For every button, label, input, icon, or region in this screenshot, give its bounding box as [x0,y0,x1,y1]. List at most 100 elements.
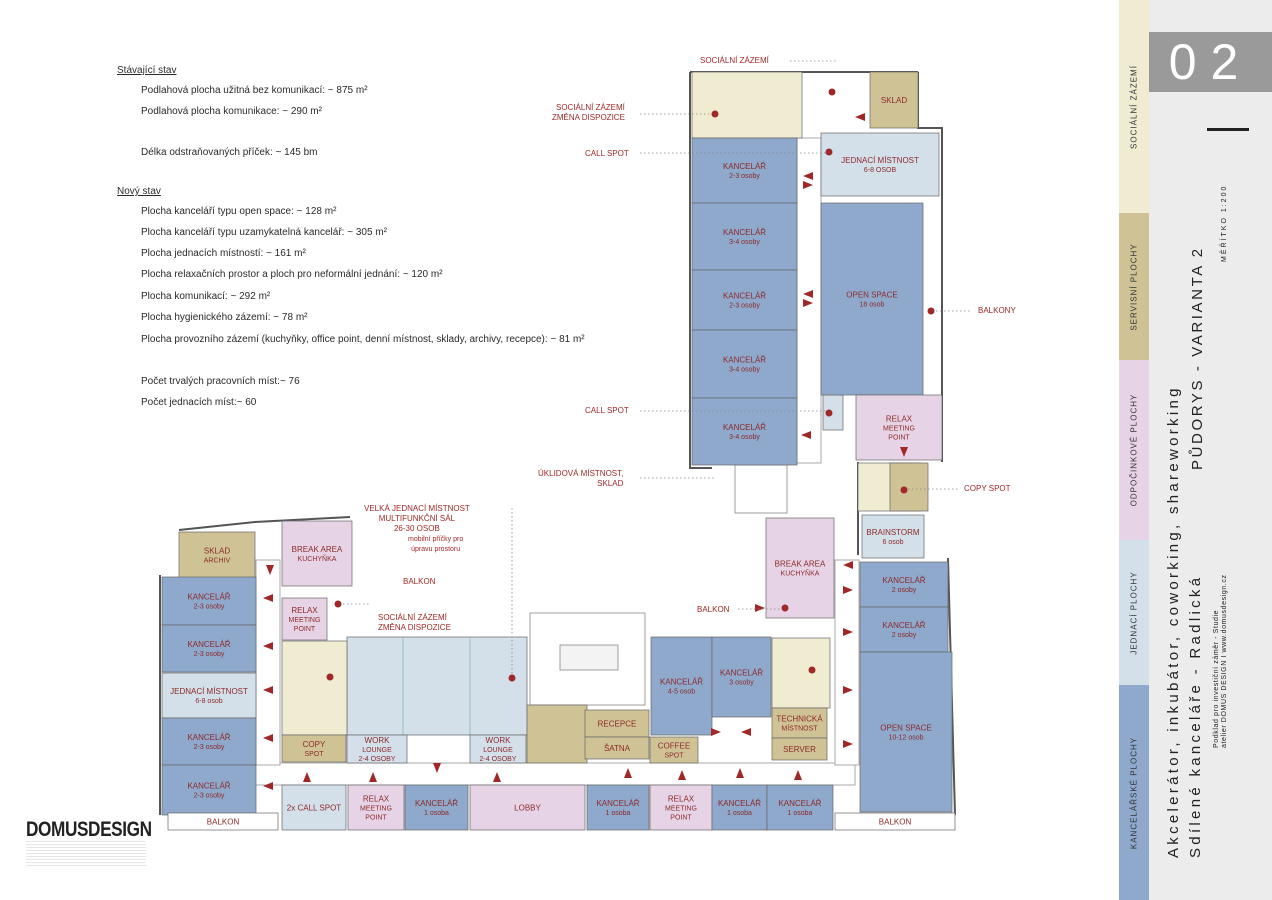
room-shape [861,514,925,559]
marker-dot [508,674,516,682]
room-label: POINT [670,815,692,822]
room-label: 2-3 osoby [194,604,225,611]
room-label: MEETING [289,617,321,624]
room-label: KANCELÁŘ [718,799,761,808]
room-label: 2-4 OSOBY [480,756,517,763]
room-label: 1 osoba [424,810,449,817]
room-shape [859,561,949,608]
room-label: KUCHYŇKA [781,569,820,578]
callout-social-change: SOCIÁLNÍ ZÁZEMÍ ZMĚNA DISPOZICE [552,103,625,122]
room-shape [691,269,798,331]
room-label: MEETING [883,426,915,433]
room-shape [855,394,943,461]
room-label: KANCELÁŘ [660,678,703,687]
entrance-arrow [803,290,813,298]
entrance-arrow [803,172,813,180]
room-label: 2-3 osoby [194,744,225,751]
room-label: RECEPCE [598,720,637,729]
room-label: RELAX [886,415,913,424]
room-label: ŠATNA [604,744,631,753]
room-label: MÍSTNOST [781,724,818,733]
room: LOBBY [469,784,586,831]
room-label: LOUNGE [362,747,392,754]
room-label: 3-4 osoby [729,367,760,374]
room-label: OPEN SPACE [880,724,931,733]
room-label: SERVER [783,745,816,754]
stat-line: Plocha provozního zázemí (kuchyňky, offi… [141,334,585,345]
callout-cleaning: ÚKLIDOVÁ MÍSTNOST, SKLAD [538,469,624,488]
entrance-arrow [755,604,765,612]
marker-dot [326,673,334,681]
zone-block [526,704,588,764]
room-shape [469,734,527,764]
corridors [254,137,860,786]
room-label: MEETING [360,806,392,813]
entrance-arrow [433,763,441,773]
room-shape [281,520,353,587]
room: RECEPCE [584,709,650,738]
logo-reflection [26,840,146,866]
entrance-arrow [803,299,813,307]
room-label: BALKON [879,818,912,827]
staircase-north [734,464,788,514]
room-shape [691,329,798,399]
title-block: 02 Akcelerátor, inkubátor, coworking, sh… [1149,0,1272,900]
room: ŠATNA [584,736,650,760]
room-label: 3-4 osoby [729,239,760,246]
room-label: KANCELÁŘ [187,733,230,742]
drawing-scale: MĚŘÍTKO 1:200 [1221,184,1228,262]
legend-meeting: JEDNACÍ PLOCHY [1119,540,1149,685]
room-label: KANCELÁŘ [778,799,821,808]
entrance-arrow [801,431,811,439]
entrance-arrow [266,565,274,575]
callout-social-top: SOCIÁLNÍ ZÁZEMÍ [700,56,769,65]
entrance-arrow [843,561,853,569]
marker-dot [825,409,833,417]
room-shape [584,736,650,760]
room-shape [765,517,835,619]
new-heading: Nový stav [117,186,161,197]
stat-line: Počet jednacích míst:~ 60 [141,397,257,408]
entrance-arrow [803,181,813,189]
corridor-south [254,762,856,786]
room-label: KANCELÁŘ [723,356,766,365]
room-label: KANCELÁŘ [882,576,925,585]
room-label: 2 osoby [892,632,917,639]
zone-block [691,71,803,139]
room-shape [820,132,940,197]
drawing-title: PŮDORYS - VARIANTA 2 [1189,246,1206,470]
room-shape [711,636,772,718]
room-label: 18 osob [860,302,885,309]
callout-balconies: BALKONY [978,306,1016,315]
room-label: 3 osoby [729,680,754,687]
room-label: 3-4 osoby [729,434,760,441]
room-shape [167,812,279,831]
marker-dot [781,604,789,612]
room-shape [161,624,257,673]
room-label: ARCHIV [204,558,231,565]
marker-dot [900,486,908,494]
callout-big-meeting: VELKÁ JEDNACÍ MÍSTNOST MULTIFUNKČNÍ SÁL … [364,504,470,533]
room-label: 2x CALL SPOT [287,804,342,813]
room-label: RELAX [363,795,390,804]
room: KANCELÁŘ 2-3 osoby [161,717,257,766]
callout-call-spot-2: CALL SPOT [585,406,629,415]
legend: SOCIÁLNÍ ZÁZEMÍ SERVISNÍ PLOCHY ODPOČINK… [1119,0,1149,900]
legend-office: KANCELÁŘSKÉ PLOCHY [1119,685,1149,900]
room-label: JEDNACÍ MÍSTNOST [841,156,919,165]
room: BALKON [834,812,956,831]
entrance-arrow [263,782,273,790]
entrance-arrow [855,113,865,121]
